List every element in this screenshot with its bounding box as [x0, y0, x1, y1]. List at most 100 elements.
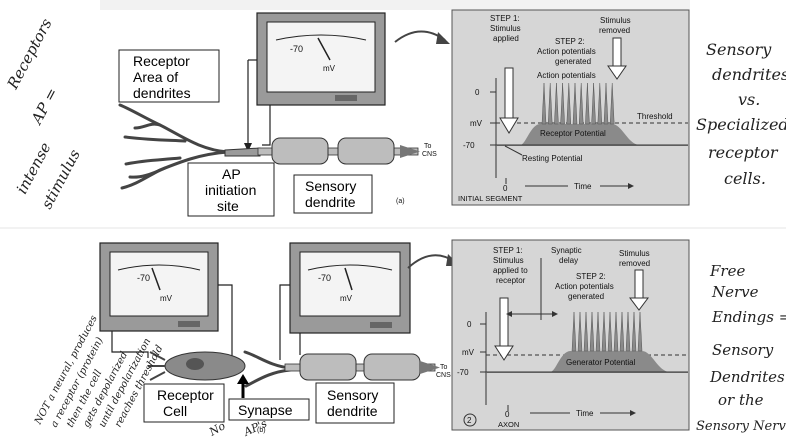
meter-b1-unit: mV	[160, 294, 173, 303]
dendrites-b	[243, 350, 292, 388]
svg-text:Sensory Nerve: Sensory Nerve	[696, 419, 786, 434]
dendrites-a	[118, 103, 230, 190]
graph-a: 0 mV -70 Threshold Receptor Potential Re…	[451, 9, 690, 206]
svg-text:dendrite: dendrite	[327, 403, 378, 419]
graph-b: 0 mV -70 Generator Potential STEP 1: Sti…	[451, 239, 690, 431]
generator-potential-label: Generator Potential	[566, 358, 636, 367]
graph-a-x-time: Time	[574, 182, 592, 191]
step1-a-3: applied	[493, 34, 519, 43]
receptor-potential-area	[496, 124, 688, 146]
stim-removed-a-1: Stimulus	[600, 16, 631, 25]
label-receptor-cell: Receptor Cell	[143, 383, 225, 423]
svg-text:AP =: AP =	[27, 85, 62, 129]
receptor-potential-label: Receptor Potential	[540, 129, 606, 138]
circle-number: 2	[467, 416, 472, 425]
action-potential-spikes-b	[571, 311, 643, 352]
svg-text:Free: Free	[709, 262, 745, 280]
myelin-b1	[299, 353, 357, 381]
step2-a-3: generated	[555, 57, 591, 66]
svg-text:Nerve: Nerve	[711, 283, 759, 301]
panel-letter-b: (b)	[257, 427, 266, 434]
ap-spike	[554, 82, 559, 125]
label-sensory-dendrite-a: Sensory dendrite	[293, 174, 373, 214]
svg-text:AP: AP	[222, 166, 241, 182]
to-cns-b-1: To	[440, 364, 448, 371]
ap-spike	[597, 82, 603, 125]
meter-a-unit: mV	[323, 64, 336, 73]
synaptic-delay-1: Synaptic	[551, 246, 582, 255]
note-left-top: Receptors AP = intense stimulus	[3, 15, 84, 212]
step1-a-1: STEP 1:	[490, 14, 520, 23]
svg-text:Sensory: Sensory	[305, 178, 356, 194]
meter-b2-reading: -70	[318, 273, 331, 283]
step2-b-3: generated	[568, 292, 604, 301]
label-ap-initiation-site: AP initiation site	[187, 162, 275, 217]
panel-a: -70 mV To CNS (a) Receptor	[118, 9, 690, 217]
graph-a-y-zero: 0	[475, 88, 480, 97]
ap-spike	[589, 311, 595, 352]
svg-text:Sensory: Sensory	[706, 40, 772, 59]
svg-text:Synapse: Synapse	[238, 402, 293, 418]
ap-spike	[595, 311, 601, 352]
step2-b-1: STEP 2:	[576, 272, 606, 281]
svg-text:Dendrites: Dendrites	[709, 368, 785, 386]
myelin-a2	[337, 137, 395, 165]
ap-spike	[583, 311, 589, 352]
svg-text:vs.: vs.	[738, 90, 760, 109]
svg-text:cells.: cells.	[724, 169, 766, 188]
axon-arrow-b	[420, 361, 440, 374]
svg-text:Sensory: Sensory	[712, 341, 774, 359]
ap-spike	[566, 82, 572, 125]
graph-a-x-zero: 0	[503, 184, 508, 193]
graph-b-y-zero: 0	[467, 320, 472, 329]
ap-spike	[609, 82, 615, 125]
panel-b: -70 mV -70 mV To	[99, 239, 690, 434]
ap-spike	[603, 82, 609, 125]
meter-b2-unit: mV	[340, 294, 353, 303]
svg-text:dendrites: dendrites	[133, 85, 191, 101]
svg-text:or the: or the	[718, 391, 764, 409]
note-left-bottom: NOT a neural, produces a receptor (prote…	[32, 314, 165, 430]
ap-spike	[613, 311, 619, 352]
stim-removed-a-2: removed	[599, 26, 630, 35]
label-synapse: Synapse	[228, 374, 310, 421]
ap-spike	[607, 311, 613, 352]
step1-b-1: STEP 1:	[493, 246, 523, 255]
label-receptor-area: Receptor Area of dendrites	[118, 49, 220, 103]
graph-a-segment: INITIAL SEGMENT	[458, 194, 523, 203]
graph-b-y-minus70: -70	[457, 368, 469, 377]
receptor-cell-shape	[164, 351, 246, 381]
stim-removed-b-2: removed	[619, 259, 650, 268]
probe-wire-a1	[262, 105, 271, 146]
circle-marker	[463, 413, 477, 427]
step2-a-1: STEP 2:	[555, 37, 585, 46]
step2-a-2: Action potentials	[537, 47, 596, 56]
step1-b-4: receptor	[496, 276, 526, 285]
resting-potential-label: Resting Potential	[522, 154, 583, 163]
label-sensory-dendrite-b: Sensory dendrite	[315, 382, 395, 424]
ap-spike	[637, 311, 643, 352]
generator-potential-area	[486, 351, 688, 373]
svg-text:dendrites: dendrites	[712, 65, 786, 84]
ap-spike	[577, 311, 583, 352]
graph-b-x-time: Time	[576, 409, 594, 418]
graph-b-x-zero: 0	[505, 410, 510, 419]
graph-a-y-minus70: -70	[463, 141, 475, 150]
panel-letter-a: (a)	[396, 198, 405, 205]
meter-a-reading: -70	[290, 44, 303, 54]
svg-text:Area of: Area of	[133, 69, 178, 85]
ap-spike	[585, 82, 590, 125]
action-potential-spikes-a	[541, 82, 615, 125]
svg-text:site: site	[217, 198, 239, 214]
svg-text:Cell: Cell	[163, 403, 187, 419]
note-right-top: Sensory dendrites vs. Specialized recept…	[696, 40, 786, 188]
meter-b2: -70 mV	[289, 242, 411, 334]
ap-spike	[541, 82, 547, 125]
ap-spike	[625, 311, 631, 352]
ap-spike	[572, 82, 578, 125]
probe-arrow-a	[244, 143, 252, 152]
graph-b-segment: AXON	[498, 420, 519, 429]
step1-b-2: Stimulus	[493, 256, 524, 265]
ap-spike	[631, 311, 637, 352]
meter-b1: -70 mV	[99, 242, 219, 332]
